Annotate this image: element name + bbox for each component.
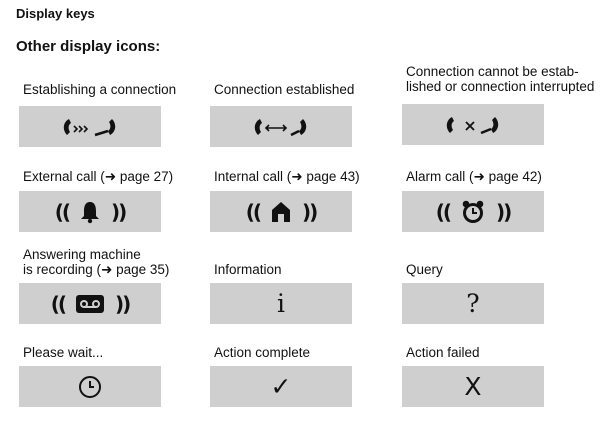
question-icon: ? — [466, 289, 480, 318]
icon-label: External call (➜ page 27) — [23, 169, 174, 184]
icon-label: Action failed — [406, 345, 480, 360]
alarm-clock-icon — [460, 199, 486, 225]
icon-label: Information — [214, 262, 282, 277]
clock-icon — [78, 375, 102, 399]
icon-label: Alarm call (➜ page 42) — [406, 169, 542, 184]
section-title: Display keys — [16, 6, 95, 21]
icon-display — [19, 366, 161, 407]
icon-display: (( )) — [210, 191, 352, 232]
icon-label: Internal call (➜ page 43) — [214, 169, 360, 184]
icon-display: (( )) — [19, 283, 161, 324]
house-icon — [270, 200, 292, 224]
icon-label: Answering machine is recording (➜ page 3… — [23, 247, 170, 277]
icon-display: (( )) — [19, 191, 161, 232]
bell-icon — [79, 200, 101, 224]
icon-label: Connection cannot be estab- lished or co… — [406, 64, 595, 94]
icon-display — [402, 104, 544, 145]
icon-display — [19, 106, 161, 147]
icon-label: Please wait... — [23, 345, 104, 360]
cross-icon: X — [464, 372, 482, 401]
subsection-title: Other display icons: — [16, 38, 161, 55]
phone-connected-icon — [251, 116, 311, 138]
phone-interrupted-icon — [443, 114, 503, 136]
icon-label: Action complete — [214, 345, 311, 360]
checkmark-icon: ✓ — [270, 372, 292, 401]
icon-label: Connection established — [214, 82, 355, 97]
icon-display: ✓ — [210, 366, 352, 407]
info-icon: i — [277, 289, 285, 318]
icon-display — [210, 106, 352, 147]
icon-display: i — [210, 283, 352, 324]
icon-display: ? — [402, 283, 544, 324]
tape-icon — [75, 294, 105, 314]
icon-label: Establishing a connection — [23, 82, 177, 97]
icon-display: (( )) — [402, 191, 544, 232]
phone-establishing-icon — [60, 116, 120, 138]
icon-label: Query — [406, 262, 443, 277]
icon-display: X — [402, 366, 544, 407]
